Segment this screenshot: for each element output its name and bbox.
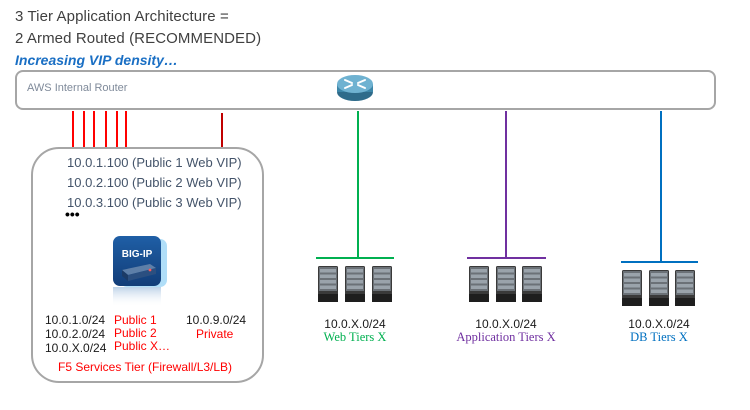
public-subnet-1-name: Public 1 — [114, 313, 157, 327]
db-tier-cidr: 10.0.X.0/24 — [628, 317, 690, 331]
f5-tier-footer: F5 Services Tier (Firewall/L3/LB) — [58, 360, 233, 374]
web-tier-name: Web Tiers X — [323, 330, 387, 344]
more-vips-ellipsis: ••• — [65, 206, 80, 222]
f5-public-links — [72, 111, 127, 148]
router-label: AWS Internal Router — [27, 82, 128, 94]
diagram-title-line-2: 2 Armed Routed (RECOMMENDED) — [15, 30, 262, 47]
vip-3: 10.0.3.100 (Public 3 Web VIP) — [67, 195, 242, 210]
private-subnet-name: Private — [196, 327, 234, 341]
diagram-title-line-1: 3 Tier Application Architecture = — [15, 8, 229, 25]
public-subnet-2-name: Public 2 — [114, 326, 157, 340]
tier-links — [316, 111, 698, 263]
public-subnet-2-cidr: 10.0.2.0/24 — [45, 327, 106, 341]
vip-2: 10.0.2.100 (Public 2 Web VIP) — [67, 175, 242, 190]
db-tier-name: DB Tiers X — [630, 330, 688, 344]
public-subnet-x-name: Public X… — [114, 339, 171, 353]
web-tier-cidr: 10.0.X.0/24 — [324, 317, 386, 331]
private-subnet-cidr: 10.0.9.0/24 — [186, 313, 247, 327]
app-tier-name: Application Tiers X — [456, 330, 556, 344]
public-subnet-x-cidr: 10.0.X.0/24 — [45, 341, 107, 355]
vip-1: 10.0.1.100 (Public 1 Web VIP) — [67, 155, 242, 170]
public-subnet-1-cidr: 10.0.1.0/24 — [45, 313, 106, 327]
diagram-subtitle: Increasing VIP density… — [15, 52, 178, 68]
app-tier-cidr: 10.0.X.0/24 — [475, 317, 537, 331]
